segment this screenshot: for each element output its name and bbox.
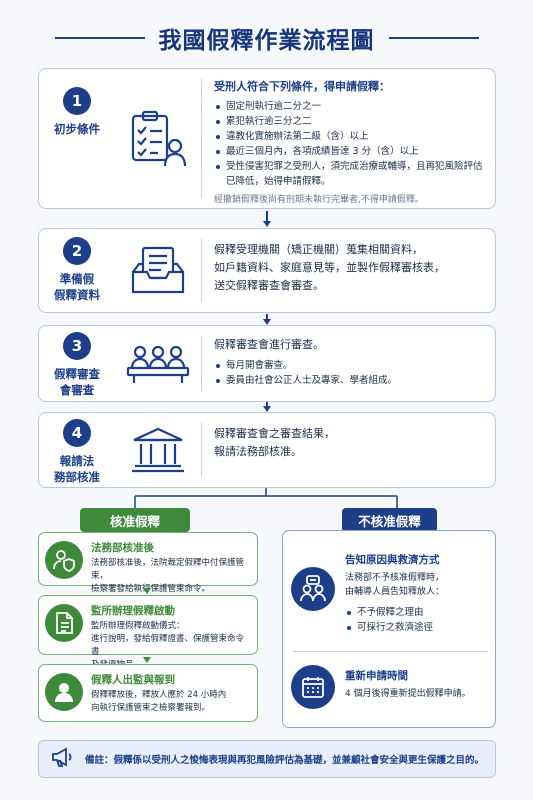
step-2-text: 假釋受理機關（矯正機關）蒐集相關資料， 如戶籍資料、家庭意見等，並製作假釋審核表… [214, 243, 445, 292]
approve-label: 核准假釋 [80, 508, 190, 532]
list-item: 受性侵害犯罪之受刑人，須完成治療或輔導，且再犯風險評估 已降低，始得申請假釋。 [214, 159, 483, 189]
list-item: 委員由社會公正人士及專家、學者組成。 [214, 373, 483, 388]
step-1-card: 1 初步條件 受刑人符合下列條件，得申請假釋： 固定刑執行逾二分之一 累犯執行逾… [38, 68, 496, 209]
step-number: 4 [63, 419, 91, 447]
approve-card-title: 假釋人出監與報到 [91, 674, 175, 686]
step-1-label: 1 初步條件 [39, 69, 115, 208]
reject-section-notify: 告知原因與救濟方式 法務部不予核准假釋時， 由輔導人員告知釋放人： 不予假釋之理… [291, 553, 444, 635]
reject-section-desc: 4 個月後得重新提出假釋申請。 [345, 689, 471, 699]
reject-section-title: 告知原因與救濟方式 [345, 554, 440, 566]
review-list: 每月開會審查。 委員由社會公正人士及專家、學者組成。 [214, 358, 483, 388]
condition-list: 固定刑執行逾二分之一 累犯執行逾三分之二 違教化實施辦法第二級（含）以上 最近三… [214, 99, 483, 189]
approve-card-title: 法務部核准後 [91, 542, 154, 554]
approve-card-title: 監所辦理假釋啟動 [91, 605, 175, 617]
arrow-down [143, 588, 151, 594]
step-4-body: 假釋審查會之審查結果， 報請法務部核准。 [202, 413, 495, 487]
arrow-down [263, 314, 271, 325]
step-2-label: 2 準備假 假釋資料 [39, 229, 115, 312]
megaphone-icon [51, 747, 73, 771]
step-1-title: 受刑人符合下列條件，得申請假釋： [214, 80, 390, 93]
reject-label: 不核准假釋 [342, 508, 437, 532]
list-item: 違教化實施辦法第二級（含）以上 [214, 129, 483, 144]
reject-section-desc: 法務部不予核准假釋時， 由輔導人員告知釋放人： [345, 573, 445, 597]
approve-card-desc: 假釋釋放後，釋放人應於 24 小時內 向執行保護管束之檢察署報到。 [91, 690, 227, 713]
step-name: 假釋審查 會審查 [54, 367, 100, 397]
step-3-label: 3 假釋審查 會審查 [39, 326, 115, 401]
footer-note: 備註：假釋係以受刑人之悛悔表現與再犯風險評估為基礎，並兼顧社會安全與更生保護之目… [38, 740, 496, 778]
page-title: 我國假釋作業流程圖 [158, 28, 375, 54]
list-item: 累犯執行逾三分之二 [214, 114, 483, 129]
list-item: 每月開會審查。 [214, 358, 483, 373]
approve-card-1: 法務部核准後 法務部核准後，法院裁定假釋中付保護管束， 檢察署發給執行保護管束命… [38, 532, 258, 594]
divider [201, 423, 202, 477]
list-item: 最近三個月內，各項成績皆達 3 分（含）以上 [214, 144, 483, 159]
approve-card-2: 監所辦理假釋啟動 監所辦理假釋啟動儀式： 進行說明，發給假釋證書、保護管束命令書… [38, 595, 258, 670]
footer-note-text: 備註：假釋係以受刑人之悛悔表現與再犯風險評估為基礎，並兼顧社會安全與更生保護之目… [85, 755, 485, 766]
step-3-body: 假釋審查會進行審查。 每月開會審查。 委員由社會公正人士及專家、學者組成。 [202, 326, 495, 401]
step-1-body: 受刑人符合下列條件，得申請假釋： 固定刑執行逾二分之一 累犯執行逾三分之二 違教… [202, 69, 495, 208]
step-3-text: 假釋審查會進行審查。 [214, 338, 324, 351]
step-1-note: 經撤銷假釋後尚有刑期未執行完畢者,不得申請假釋。 [214, 194, 424, 205]
approve-card-3: 假釋人出監與報到 假釋釋放後，釋放人應於 24 小時內 向執行保護管束之檢察署報… [38, 664, 258, 722]
step-name: 初步條件 [54, 122, 100, 136]
step-name: 報請法 務部核准 [54, 454, 100, 484]
reject-section-reapply: 重新申請時間 4 個月後得重新提出假釋申請。 [291, 665, 471, 709]
divider [201, 79, 202, 198]
document-tray-icon [115, 229, 201, 312]
document-icon [45, 604, 83, 642]
arrow-down [143, 657, 151, 663]
reject-reason-list: 不予假釋之理由 可採行之救濟途徑 [345, 605, 444, 635]
step-2-body: 假釋受理機關（矯正機關）蒐集相關資料， 如戶籍資料、家庭意見等，並製作假釋審核表… [202, 229, 495, 312]
calendar-icon [291, 665, 335, 709]
divider [201, 239, 202, 302]
arrow-down [263, 211, 271, 227]
user-shield-icon [45, 541, 83, 579]
divider [293, 651, 487, 652]
step-number: 1 [63, 87, 91, 115]
step-4-label: 4 報請法 務部核准 [39, 413, 115, 487]
list-item: 可採行之救濟途徑 [345, 620, 444, 635]
title-line-left [54, 37, 145, 39]
committee-icon [115, 326, 201, 401]
reject-section-title: 重新申請時間 [345, 670, 408, 682]
divider [201, 336, 202, 391]
title-line-right [388, 37, 479, 39]
step-2-card: 2 準備假 假釋資料 假釋受理機關（矯正機關）蒐集相關資料， 如戶籍資料、家庭意… [38, 228, 496, 313]
step-number: 3 [63, 332, 91, 360]
header: 我國假釋作業流程圖 [0, 18, 533, 58]
list-item: 不予假釋之理由 [345, 605, 444, 620]
people-chat-icon [291, 567, 335, 611]
branch-connector [134, 488, 398, 510]
step-name: 準備假 假釋資料 [54, 272, 100, 302]
step-3-card: 3 假釋審查 會審查 假釋審查會進行審查。 每月開會審查。 委員由社會公正人士及… [38, 325, 496, 402]
step-4-text: 假釋審查會之審查結果， 報請法務部核准。 [214, 427, 335, 458]
arrow-down [263, 402, 271, 412]
person-icon [45, 673, 83, 711]
reject-box: 告知原因與救濟方式 法務部不予核准假釋時， 由輔導人員告知釋放人： 不予假釋之理… [282, 530, 496, 728]
step-number: 2 [63, 237, 91, 265]
list-item: 固定刑執行逾二分之一 [214, 99, 483, 114]
government-building-icon [115, 413, 201, 487]
step-4-card: 4 報請法 務部核准 假釋審查會之審查結果， 報請法務部核准。 [38, 412, 496, 488]
checklist-icon [115, 69, 201, 208]
approve-card-desc: 法務部核准後，法院裁定假釋中付保護管束， 檢察署發給執行保護管束命令。 [91, 558, 245, 594]
